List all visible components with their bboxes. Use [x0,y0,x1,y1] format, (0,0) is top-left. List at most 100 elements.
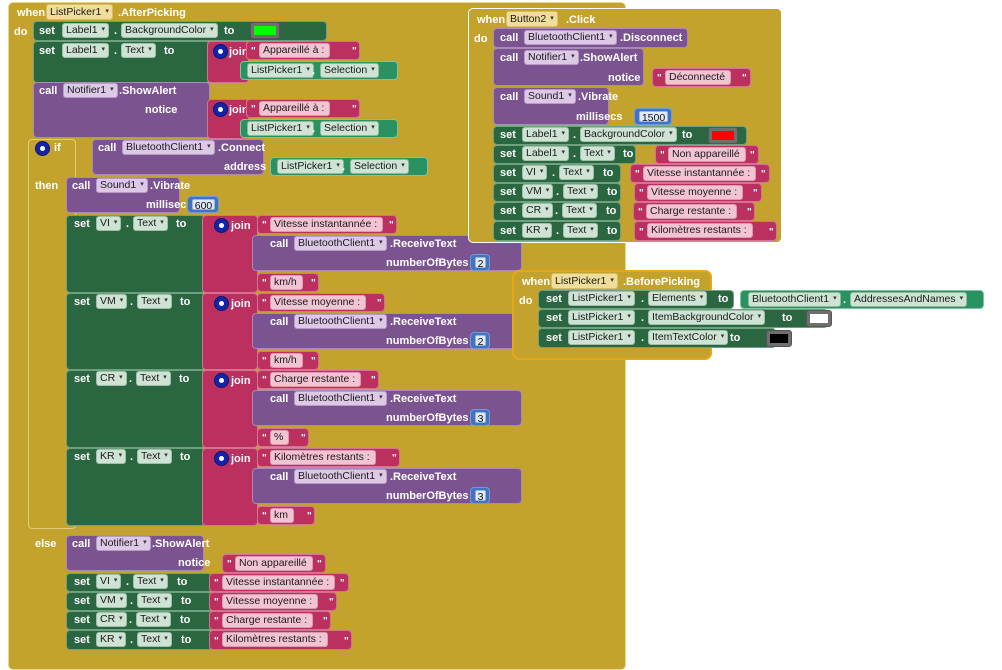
text-value-else-kr[interactable]: Kilomètres restants : [222,632,328,647]
number-block-600[interactable]: 600 [187,196,219,213]
else-vm-component-dropdown[interactable]: VM▾ [96,593,128,608]
number-600-value[interactable]: 600 [192,199,215,212]
else-cr-component-dropdown[interactable]: CR▾ [96,612,127,627]
color-swatch-black[interactable] [766,330,792,347]
text-value-kr-prefix[interactable]: Kilomètres restants : [270,450,376,465]
b2-component-dropdown[interactable]: VI▾ [522,165,548,180]
notifier1-dropdown-3[interactable]: Notifier1▾ [524,50,579,65]
else-vi-component-dropdown[interactable]: VI▾ [96,574,122,589]
b5-property-dropdown[interactable]: Text▾ [563,223,598,238]
number-vm-bytes-value[interactable]: 2 [475,335,486,348]
text-value-offline-vm[interactable]: Vitesse moyenne : [647,185,744,200]
text-value-vi-suffix[interactable]: km/h [270,275,303,290]
call-notifier1-showalert-1[interactable] [33,82,210,138]
vm-property-dropdown[interactable]: Text▾ [137,294,172,309]
text-value-appareille-1[interactable]: Appareillé à : [259,43,331,58]
number-cr-bytes-value[interactable]: 3 [475,412,486,425]
text-value-else-vi[interactable]: Vitesse instantannée : [222,575,336,590]
text-value-vm-suffix[interactable]: km/h [270,353,303,368]
set-vm-text-reading[interactable] [66,293,205,370]
notifier1-dropdown-1[interactable]: Notifier1▾ [63,83,118,98]
else-vm-property-dropdown[interactable]: Text▾ [137,593,172,608]
notifier1-dropdown-2[interactable]: Notifier1▾ [96,536,151,551]
b3-component-dropdown[interactable]: VM▾ [522,184,554,199]
number-vi-bytes-value[interactable]: 2 [475,257,486,270]
kr-property-dropdown[interactable]: Text▾ [137,449,172,464]
sound1-dropdown-1[interactable]: Sound1▾ [96,178,148,193]
afterpicking-component-dropdown[interactable]: ListPicker1▾ [46,4,113,20]
getter1-property-dropdown[interactable]: Selection▾ [320,63,379,78]
bt-addr-component-dropdown[interactable]: BluetoothClient1▾ [748,292,841,307]
text-value-non-appareille-1[interactable]: Non appareillé [235,556,313,571]
getter3-property-dropdown[interactable]: Selection▾ [350,159,409,174]
color-swatch-red[interactable] [708,127,738,144]
color-swatch-green[interactable] [250,22,280,39]
lp3-component-dropdown[interactable]: ListPicker1▾ [568,330,635,345]
text-value-else-vm[interactable]: Vitesse moyenne : [222,594,319,609]
set1-property-dropdown[interactable]: BackgroundColor▾ [121,23,218,38]
text-value-cr-prefix[interactable]: Charge restante : [270,372,362,387]
b2-property-dropdown[interactable]: Text▾ [559,165,594,180]
number-block-vi-bytes[interactable]: 2 [470,254,490,271]
set2-component-dropdown[interactable]: Label1▾ [62,43,110,58]
sound1-dropdown-2[interactable]: Sound1▾ [524,89,576,104]
mutator-gear-icon[interactable] [35,141,50,156]
bt-vi-component-dropdown[interactable]: BluetoothClient1▾ [294,236,387,251]
mutator-gear-icon[interactable] [214,451,229,466]
cr-property-dropdown[interactable]: Text▾ [136,371,171,386]
bt-cr-component-dropdown[interactable]: BluetoothClient1▾ [294,391,387,406]
join-block-vm[interactable] [202,293,258,370]
b4-property-dropdown[interactable]: Text▾ [562,203,597,218]
mutator-gear-icon[interactable] [213,102,228,117]
text-value-offline-kr[interactable]: Kilomètres restants : [647,223,753,238]
getter2-property-dropdown[interactable]: Selection▾ [320,121,379,136]
color-swatch-white[interactable] [806,310,832,327]
text-value-kr-suffix[interactable]: km [270,508,294,523]
text-value-offline-vi[interactable]: Vitesse instantannée : [643,166,757,181]
number-block-kr-bytes[interactable]: 3 [470,487,490,504]
b1-component-dropdown[interactable]: Label1▾ [522,146,570,161]
bgr-component-dropdown[interactable]: Label1▾ [522,127,570,142]
set2-property-dropdown[interactable]: Text▾ [121,43,156,58]
set1-component-dropdown[interactable]: Label1▾ [62,23,110,38]
call-sound1-vibrate-1[interactable] [66,177,180,213]
kr-component-dropdown[interactable]: KR▾ [96,449,127,464]
beforepicking-component-dropdown[interactable]: ListPicker1▾ [551,273,618,289]
mutator-gear-icon[interactable] [214,218,229,233]
bt-disconnect-component-dropdown[interactable]: BluetoothClient1▾ [524,30,617,45]
text-value-vi-prefix[interactable]: Vitesse instantannée : [270,217,384,232]
lp1-component-dropdown[interactable]: ListPicker1▾ [568,291,635,306]
b1-property-dropdown[interactable]: Text▾ [580,146,615,161]
mutator-gear-icon[interactable] [214,296,229,311]
vi-component-dropdown[interactable]: VI▾ [96,216,122,231]
lp1-property-dropdown[interactable]: Elements▾ [648,291,708,306]
vm-component-dropdown[interactable]: VM▾ [96,294,128,309]
else-cr-property-dropdown[interactable]: Text▾ [136,612,171,627]
getter3-component-dropdown[interactable]: ListPicker1▾ [277,159,344,174]
join-block-cr[interactable] [202,370,258,448]
vi-property-dropdown[interactable]: Text▾ [133,216,168,231]
set-kr-text-reading[interactable] [66,448,205,526]
lp3-property-dropdown[interactable]: ItemTextColor▾ [648,330,729,345]
button2-component-dropdown[interactable]: Button2▾ [506,11,558,27]
number-block-1500[interactable]: 1500 [634,108,672,125]
getter2-component-dropdown[interactable]: ListPicker1▾ [247,121,314,136]
getter1-component-dropdown[interactable]: ListPicker1▾ [247,63,314,78]
b3-property-dropdown[interactable]: Text▾ [563,184,598,199]
cr-component-dropdown[interactable]: CR▾ [96,371,127,386]
else-kr-property-dropdown[interactable]: Text▾ [137,632,172,647]
bt-connect-component-dropdown[interactable]: BluetoothClient1▾ [122,140,215,155]
lp2-property-dropdown[interactable]: ItemBackgroundColor▾ [648,310,766,325]
number-kr-bytes-value[interactable]: 3 [475,490,486,503]
b5-component-dropdown[interactable]: KR▾ [522,223,553,238]
b4-component-dropdown[interactable]: CR▾ [522,203,553,218]
else-kr-component-dropdown[interactable]: KR▾ [96,632,127,647]
text-value-vm-prefix[interactable]: Vitesse moyenne : [270,295,367,310]
bt-addr-property-dropdown[interactable]: AddressesAndNames▾ [850,292,968,307]
text-value-cr-suffix[interactable]: % [270,430,290,445]
text-value-non-appareille-2[interactable]: Non appareillé [668,147,746,162]
number-block-vm-bytes[interactable]: 2 [470,332,490,349]
number-1500-value[interactable]: 1500 [639,111,668,124]
lp2-component-dropdown[interactable]: ListPicker1▾ [568,310,635,325]
